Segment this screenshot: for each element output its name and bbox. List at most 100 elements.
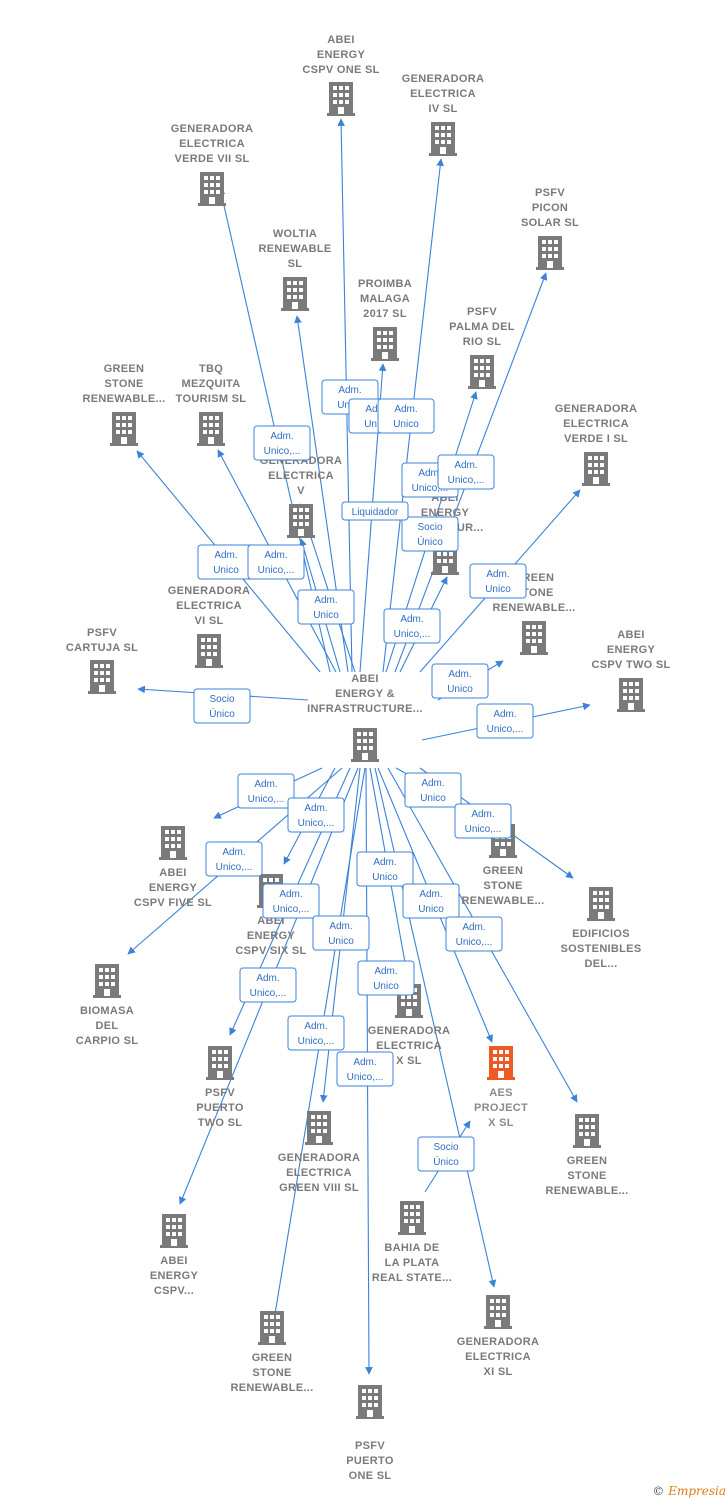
edge-label-box (437, 454, 495, 490)
edge-label[interactable]: Adm.Unico (312, 915, 370, 951)
company-name-line: GENERADORA (278, 1152, 360, 1164)
building-icon (429, 122, 457, 156)
building-icon (159, 826, 187, 860)
edge-label-text: Unico (313, 610, 339, 621)
company-node-n29[interactable]: GREENSTONERENEWABLE... (230, 1311, 313, 1394)
edge-label-text: Adm. (270, 431, 293, 442)
building-icon (351, 728, 379, 762)
edge-label-text: Unico (372, 872, 398, 883)
company-node-n18[interactable]: GREENSTONERENEWABLE... (461, 824, 544, 907)
company-name-line: RENEWABLE... (230, 1382, 313, 1394)
edge-label-box (237, 773, 295, 809)
edge-label[interactable]: Liquidador (341, 501, 409, 521)
edge-label[interactable]: Adm.Unico,... (437, 454, 495, 490)
edge-label-text: Adm. (394, 404, 417, 415)
edge-label-text: Unico,... (216, 862, 253, 873)
company-name-line: RENEWABLE... (82, 393, 165, 405)
company-name-line: SOSTENIBLES (561, 943, 642, 955)
edge-label[interactable]: Adm.Unico,... (445, 916, 503, 952)
edge-label[interactable]: Adm. Unico (404, 772, 462, 808)
edge-label[interactable]: Adm.Unico (197, 544, 255, 580)
company-name-line: DEL (96, 1020, 119, 1032)
company-name-line: PSFV (535, 187, 565, 199)
edge-label[interactable]: Adm.Unico,... (247, 544, 305, 580)
company-node-n20[interactable]: EDIFICIOSSOSTENIBLESDEL... (561, 887, 642, 970)
edge-label[interactable]: Adm.Unico (431, 663, 489, 699)
edge-label[interactable]: Adm.Unico (356, 851, 414, 887)
edge-label[interactable]: Adm.Unico,... (383, 608, 441, 644)
edge-label-text: Unico,... (273, 904, 310, 915)
edge-label[interactable]: Adm.Unico (297, 589, 355, 625)
edge-label-text: Adm. (471, 809, 494, 820)
company-node-n27[interactable]: ABEIENERGYCSPV... (150, 1214, 199, 1297)
company-name-line: BIOMASA (80, 1005, 134, 1017)
company-name-line: ABEI (327, 34, 354, 46)
company-name-line: MALAGA (360, 293, 410, 305)
edge-label[interactable]: Adm.Unico,... (205, 841, 263, 877)
edge-label[interactable]: Adm.Unico (377, 398, 435, 434)
edge-label[interactable]: Adm.Unico,... (287, 797, 345, 833)
edge-label[interactable]: Adm.Unico,... (237, 773, 295, 809)
building-icon (468, 355, 496, 389)
building-icon (536, 236, 564, 270)
building-icon (160, 1214, 188, 1248)
edge-label[interactable]: Adm.Unico,... (454, 803, 512, 839)
company-name-line: V (297, 485, 305, 497)
edge-label-box (383, 608, 441, 644)
company-name-line: ENERGY (317, 49, 366, 61)
edge-label-text: Adm. (329, 921, 352, 932)
company-name-line: GREEN VIII SL (279, 1182, 359, 1194)
company-node-n26[interactable]: GREENSTONERENEWABLE... (545, 1114, 628, 1197)
company-name-line: GREEN (567, 1155, 608, 1167)
company-name-line: ELECTRICA (179, 138, 245, 150)
edge-label[interactable]: Adm.Unico,... (287, 1015, 345, 1051)
edge-label[interactable]: Adm.Unico (469, 563, 527, 599)
company-name-line: EDIFICIOS (572, 928, 630, 940)
edge-label-text: Adm. (421, 778, 444, 789)
company-name-line: MEZQUITA (181, 378, 240, 390)
company-name-line: PSFV (467, 306, 497, 318)
brand-logo[interactable]: Empresia (668, 1484, 726, 1498)
edge-label-text: Unico,... (394, 629, 431, 640)
edge-label[interactable]: Adm.Unico,... (239, 967, 297, 1003)
edge-label[interactable]: Adm.Unico,... (476, 703, 534, 739)
edge-label-text: Unico (420, 793, 446, 804)
building-icon (206, 1046, 234, 1080)
company-name-line: X SL (488, 1117, 514, 1129)
edge-label-text: Adm. (462, 922, 485, 933)
edge-label[interactable]: Adm.Unico,... (253, 425, 311, 461)
edge-label[interactable]: Adm.Unico (357, 960, 415, 996)
company-node-n8[interactable]: GREENSTONERENEWABLE... (82, 363, 165, 446)
edge-label[interactable]: Adm.Unico (402, 883, 460, 919)
building-icon (573, 1114, 601, 1148)
edge-label[interactable]: Adm.Unico,... (336, 1051, 394, 1087)
building-icon (110, 412, 138, 446)
edge-label[interactable]: Adm.Unico,... (262, 883, 320, 919)
